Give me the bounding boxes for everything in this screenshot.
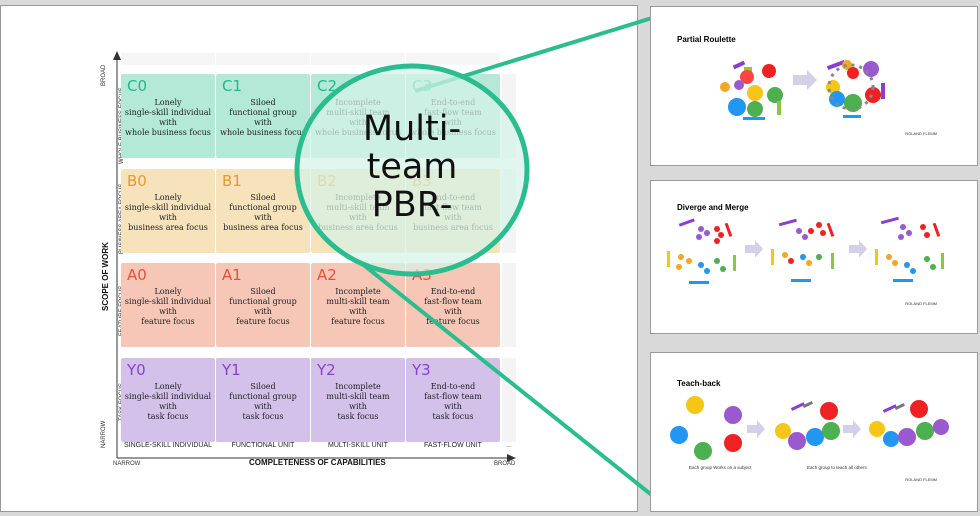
cell-code: C0 <box>127 77 148 95</box>
faint-cell <box>121 53 215 65</box>
column-label-functional: FUNCTIONAL UNIT <box>231 442 295 449</box>
slide-title: Teach-back <box>677 379 721 388</box>
x-axis-low-label: NARROW <box>113 461 141 467</box>
cell-code: Y3 <box>412 361 431 379</box>
slide-teach-back: Teach-back Each group Works on a subject… <box>650 352 978 512</box>
faint-cell <box>311 53 405 65</box>
roulette-illustration <box>720 60 885 120</box>
diverge-merge-illustration <box>667 216 944 284</box>
cell-code: C1 <box>222 77 243 95</box>
multi-team-pbr-label: Multi- team PBR- <box>362 109 462 225</box>
slide-credit: ROLAND FLEMM <box>905 131 937 136</box>
matrix-slide: BROAD NARROW SCOPE OF WORK COMPLETENESS … <box>0 5 638 512</box>
cell-code: Y1 <box>222 361 241 379</box>
faint-cell <box>216 53 310 65</box>
slide-title: Diverge and Merge <box>677 203 749 212</box>
slide-credit: ROLAND FLEMM <box>905 301 937 306</box>
caption-teach: Each group to teach all others <box>807 465 867 470</box>
cell-code: Y2 <box>317 361 336 379</box>
y-axis-low-label: NARROW <box>101 420 107 448</box>
y-axis-title: SCOPE OF WORK <box>101 242 110 311</box>
column-label-ellipsis: ... <box>506 442 512 449</box>
cell-code: A2 <box>317 266 337 284</box>
cell-code: A3 <box>412 266 432 284</box>
x-axis-high-label: BROAD <box>494 461 516 467</box>
faint-cell <box>406 53 500 65</box>
slide-credit: ROLAND FLEMM <box>905 477 937 482</box>
faint-cell <box>502 263 516 347</box>
y-axis-high-label: BROAD <box>101 64 107 86</box>
column-label-single-skill: SINGLE-SKILL INDIVIDUAL <box>123 442 213 449</box>
column-label-multi-skill: MULTI-SKILL UNIT <box>328 442 388 449</box>
column-label-fast-flow: FAST-FLOW UNIT <box>424 442 482 449</box>
cell-code: Y0 <box>127 361 146 379</box>
faint-cell <box>502 358 516 442</box>
cell-code: B0 <box>127 172 147 190</box>
cell-code: C2 <box>317 77 338 95</box>
cell-code: C3 <box>412 77 433 95</box>
cell-code: A1 <box>222 266 242 284</box>
slide-title: Partial Roulette <box>677 35 736 44</box>
x-axis-title: COMPLETENESS OF CAPABILITIES <box>249 458 386 467</box>
slide-diverge-and-merge: Diverge and Merge ROLAND FLEMM <box>650 180 978 334</box>
caption-work: Each group Works on a subject <box>689 465 752 470</box>
slide-partial-roulette: Partial Roulette ROLAND FLEMM <box>650 6 978 166</box>
teach-back-illustration <box>670 396 949 460</box>
cell-code: A0 <box>127 266 147 284</box>
cell-code: B1 <box>222 172 242 190</box>
